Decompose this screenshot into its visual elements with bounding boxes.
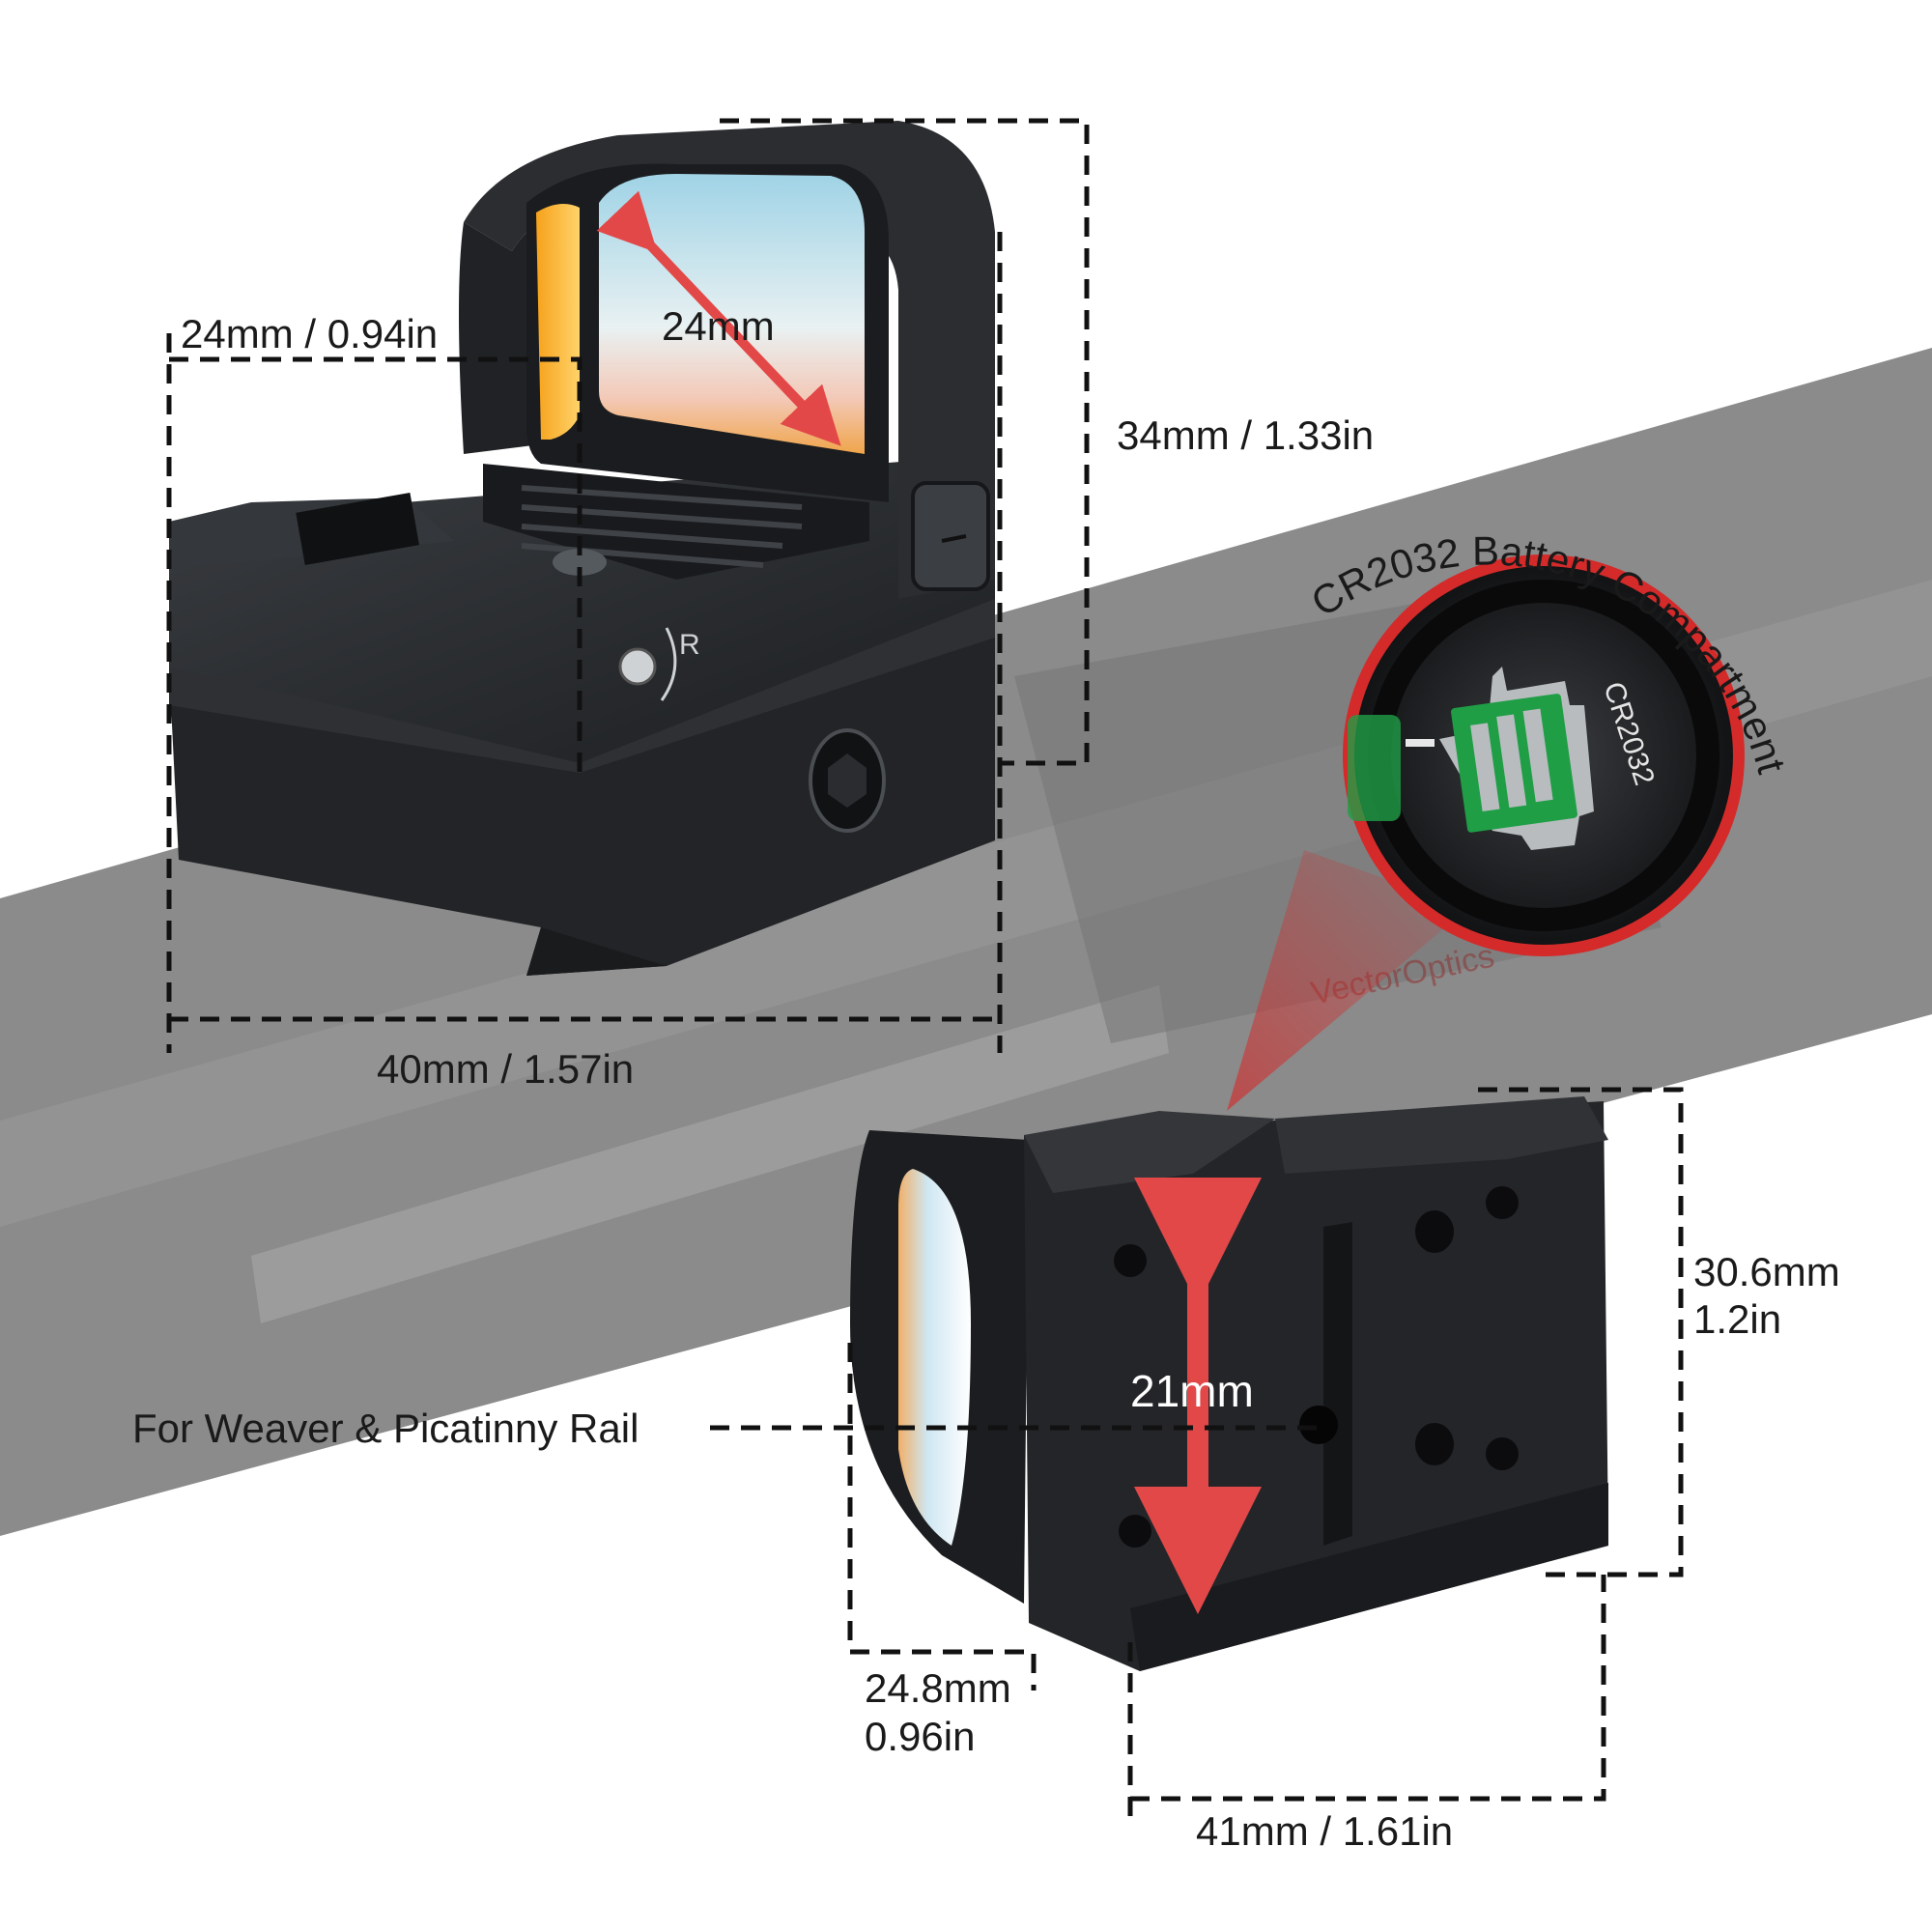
total-length-label: 40mm / 1.57in <box>377 1046 634 1092</box>
rear-height-label: 30.6mm <box>1693 1249 1840 1294</box>
rear-height-in-label: 1.2in <box>1693 1296 1781 1342</box>
dimension-lines <box>166 118 1684 1826</box>
rail-label: For Weaver & Picatinny Rail <box>132 1406 639 1451</box>
battery-contact <box>1439 667 1594 850</box>
base-depth-in-label: 0.96in <box>865 1714 975 1759</box>
recoil-lug <box>1299 1406 1338 1444</box>
rear-lens <box>898 1169 971 1546</box>
battery-compartment-inset: CR2032 <box>1343 554 1745 956</box>
inner-height-label: 21mm <box>1130 1366 1254 1416</box>
windage-screw <box>618 647 657 686</box>
base-depth-label: 24.8mm <box>865 1665 1011 1711</box>
callout-beam <box>1227 850 1468 1111</box>
window-width-label: 24mm / 0.94in <box>181 311 438 356</box>
window-height-label: 24mm <box>662 303 775 349</box>
elevation-screw <box>553 549 607 576</box>
brightness-button <box>911 481 990 591</box>
windage-mark: R <box>679 629 700 661</box>
window-arrow <box>596 190 841 446</box>
base-width-label: 41mm / 1.61in <box>1196 1808 1453 1854</box>
total-height-label: 34mm / 1.33in <box>1117 412 1374 458</box>
